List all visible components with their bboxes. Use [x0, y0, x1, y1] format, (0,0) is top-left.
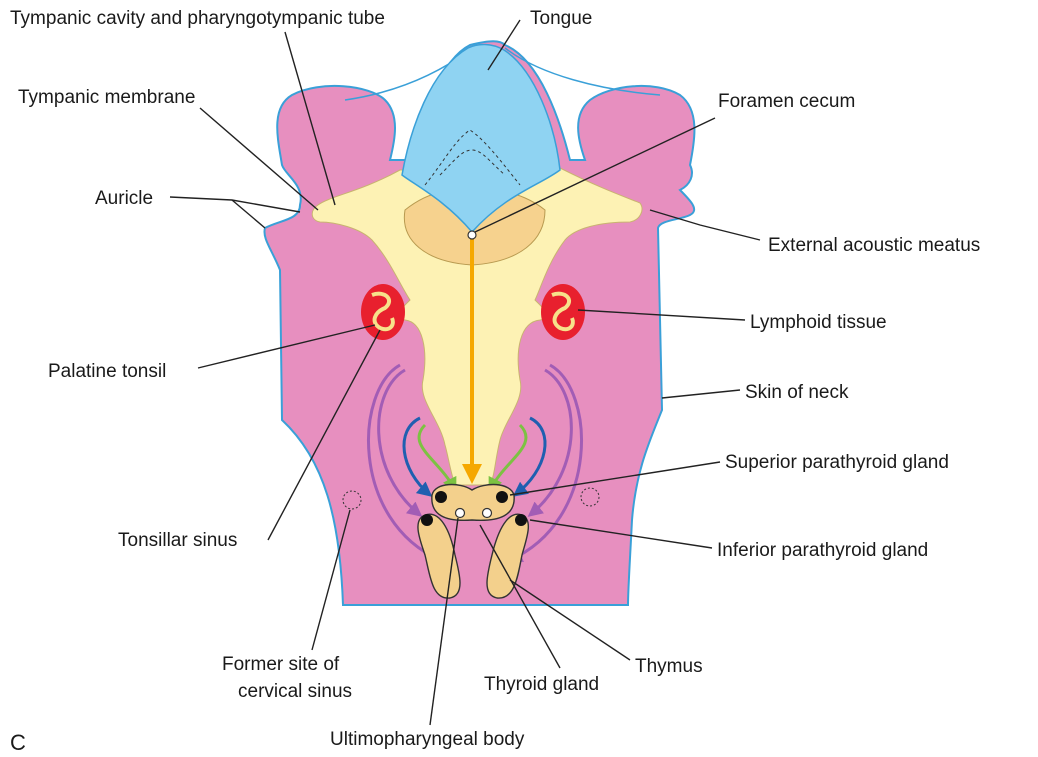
- label-skin-of-neck: Skin of neck: [745, 382, 849, 403]
- foramen-cecum-dot: [468, 231, 476, 239]
- label-tonsillar-sinus: Tonsillar sinus: [118, 530, 237, 551]
- palatine-tonsil-right: [541, 284, 585, 340]
- label-auricle: Auricle: [95, 188, 153, 209]
- label-external-acoustic-meatus: External acoustic meatus: [768, 235, 980, 256]
- label-thymus: Thymus: [635, 656, 703, 677]
- inferior-parathyroid-left: [421, 514, 433, 526]
- label-tympanic-cavity: Tympanic cavity and pharyngotympanic tub…: [10, 8, 385, 29]
- label-ultimopharyngeal-body: Ultimopharyngeal body: [330, 729, 525, 750]
- palatine-tonsil-left: [361, 284, 405, 340]
- label-inferior-parathyroid: Inferior parathyroid gland: [717, 540, 928, 561]
- label-thyroid-gland: Thyroid gland: [484, 674, 599, 695]
- ultimopharyngeal-body-right: [483, 509, 492, 518]
- ultimopharyngeal-body-left: [456, 509, 465, 518]
- panel-letter: C: [10, 730, 26, 755]
- label-lymphoid-tissue: Lymphoid tissue: [750, 312, 887, 333]
- label-foramen-cecum: Foramen cecum: [718, 91, 855, 112]
- superior-parathyroid-right: [496, 491, 508, 503]
- label-former-site-line1: Former site of: [222, 654, 340, 675]
- superior-parathyroid-left: [435, 491, 447, 503]
- inferior-parathyroid-right: [515, 514, 527, 526]
- label-tongue: Tongue: [530, 8, 592, 29]
- label-tympanic-membrane: Tympanic membrane: [18, 87, 195, 108]
- label-superior-parathyroid: Superior parathyroid gland: [725, 452, 949, 473]
- label-palatine-tonsil: Palatine tonsil: [48, 361, 166, 382]
- label-former-site-line2: cervical sinus: [238, 681, 352, 702]
